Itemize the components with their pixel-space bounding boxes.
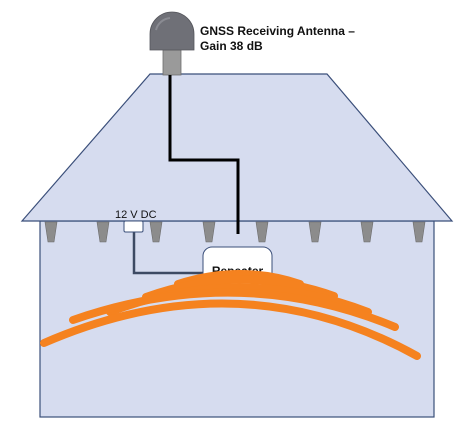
eave-tooth bbox=[96, 221, 110, 243]
power-label: 12 V DC bbox=[115, 209, 157, 221]
signal-waves bbox=[40, 270, 421, 360]
eave-tooth bbox=[202, 221, 216, 243]
eave-tooth bbox=[44, 221, 58, 243]
eave-tooth bbox=[360, 221, 374, 243]
signal-wave-2 bbox=[142, 275, 338, 301]
antenna-mast bbox=[162, 49, 182, 76]
antenna-label-line1: GNSS Receiving Antenna – bbox=[200, 24, 355, 38]
antenna-dome bbox=[149, 11, 195, 51]
eave-teeth bbox=[44, 221, 426, 243]
power-plug bbox=[123, 220, 144, 233]
signal-wave-4 bbox=[69, 288, 399, 331]
power-cable bbox=[132, 232, 205, 275]
eave-tooth bbox=[308, 221, 322, 243]
antenna-label-line2: Gain 38 dB bbox=[200, 39, 263, 53]
eave-tooth bbox=[149, 221, 163, 243]
eave-tooth bbox=[255, 221, 269, 243]
antenna-cable bbox=[168, 75, 240, 234]
house-roof bbox=[20, 73, 454, 222]
signal-wave-5 bbox=[40, 299, 421, 360]
eave-tooth bbox=[412, 221, 426, 243]
antenna-dome-highlight bbox=[155, 17, 171, 31]
